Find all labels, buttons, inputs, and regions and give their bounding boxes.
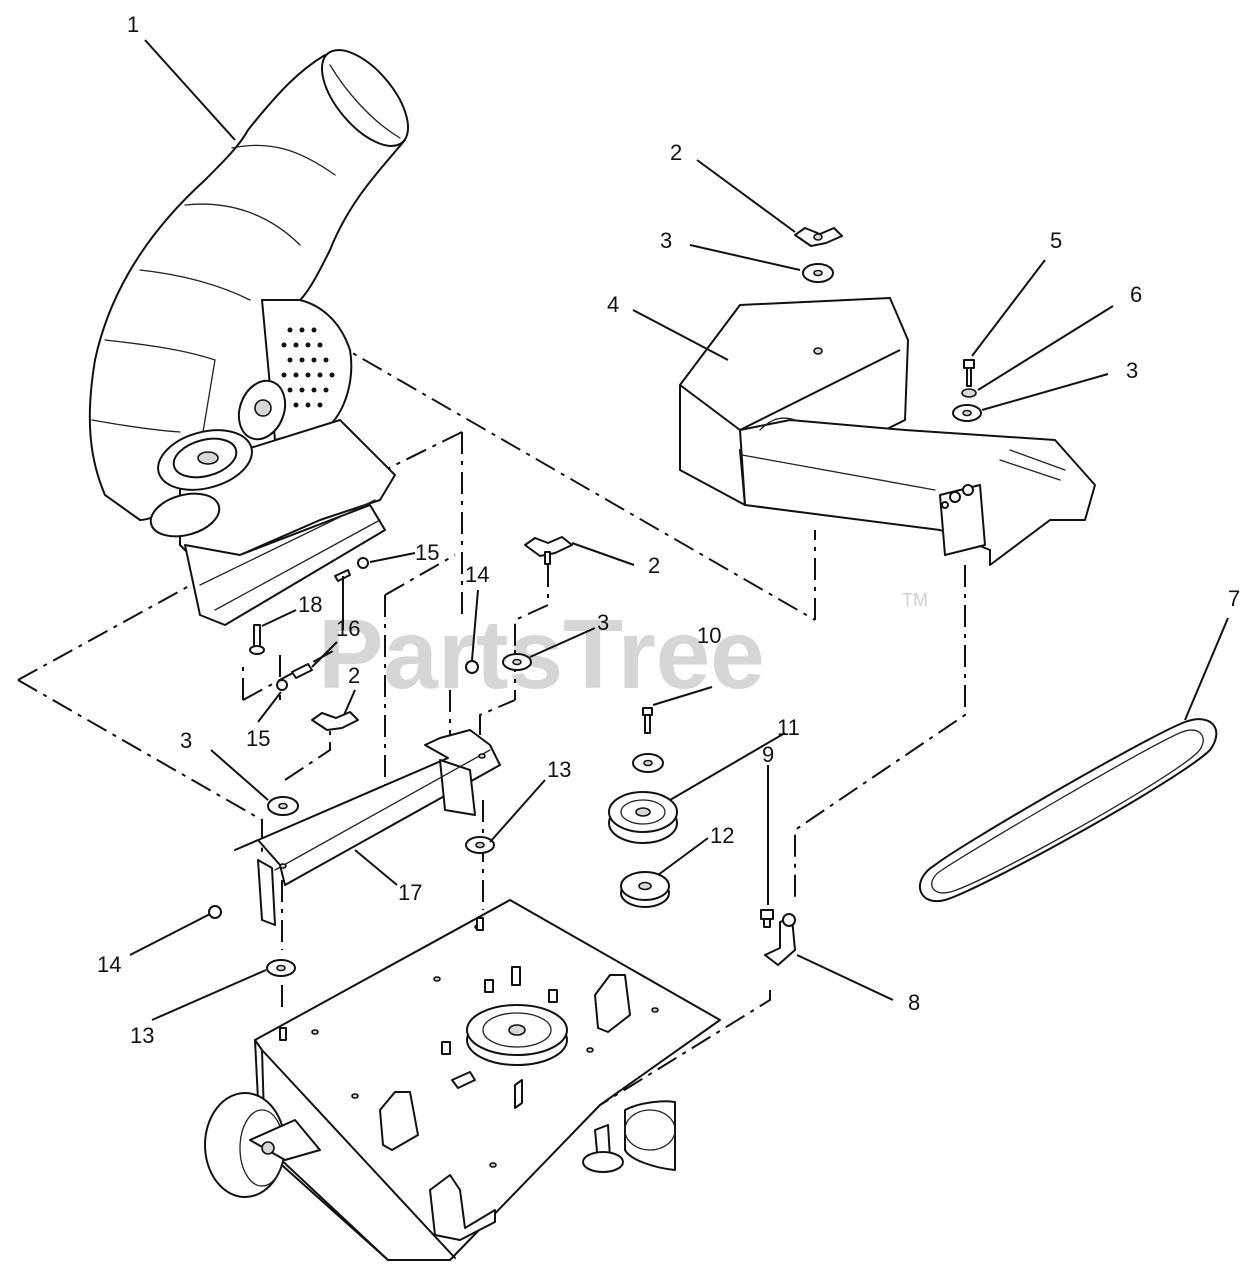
- callout-3-left: 3: [180, 728, 192, 753]
- callout-7: 7: [1228, 586, 1240, 611]
- callout-8: 8: [908, 990, 920, 1015]
- callout-3-mid: 3: [597, 610, 609, 635]
- chute-perforations: [281, 327, 335, 408]
- spacer-16[interactable]: [291, 569, 351, 679]
- callout-15-top: 15: [415, 540, 439, 565]
- callout-2-left: 2: [348, 663, 360, 688]
- callout-9: 9: [762, 742, 774, 767]
- callout-13-top: 13: [547, 757, 571, 782]
- v-belt-7[interactable]: [918, 718, 1218, 903]
- washer-10-lower[interactable]: [632, 753, 664, 773]
- callout-labels: 1 2 3 4 5 6 3 7 8 9 10 11 12 2 3 14 15 1…: [97, 12, 1240, 1048]
- bracket-8[interactable]: [764, 913, 796, 966]
- mounting-bracket-17[interactable]: [234, 729, 501, 926]
- callout-3-right: 3: [1126, 358, 1138, 383]
- callout-2-mid: 2: [648, 553, 660, 578]
- callout-18: 18: [298, 592, 322, 617]
- callout-16: 16: [336, 616, 360, 641]
- washer-13[interactable]: [266, 836, 495, 977]
- callout-12: 12: [710, 823, 734, 848]
- nut-14[interactable]: [208, 660, 479, 919]
- callout-4: 4: [607, 292, 619, 317]
- chute-pulley: [149, 379, 287, 538]
- washer-3-top[interactable]: [802, 263, 834, 283]
- deck-base: [204, 899, 721, 1261]
- washer-3-mid[interactable]: [502, 653, 532, 671]
- callout-1: 1: [127, 12, 139, 37]
- knob-2-top[interactable]: [794, 227, 843, 247]
- washer-3-left[interactable]: [267, 796, 299, 816]
- callout-14-bottom: 14: [97, 952, 121, 977]
- callout-15-bottom: 15: [246, 726, 270, 751]
- callout-10: 10: [697, 623, 721, 648]
- callout-5: 5: [1050, 228, 1062, 253]
- bolt-18[interactable]: [249, 624, 265, 655]
- callout-17: 17: [398, 880, 422, 905]
- callout-14-top: 14: [465, 562, 489, 587]
- knob-2-left[interactable]: [311, 711, 359, 731]
- washer-3-right[interactable]: [952, 404, 982, 422]
- leader-lines: [129, 39, 1229, 1021]
- lockwasher-6[interactable]: [961, 388, 977, 398]
- nut-9[interactable]: [760, 909, 774, 928]
- bolt-10[interactable]: [642, 707, 653, 734]
- callout-13-bottom: 13: [130, 1023, 154, 1048]
- callout-2-top: 2: [670, 140, 682, 165]
- callout-6: 6: [1130, 282, 1142, 307]
- watermark-text: PartsTree: [318, 599, 765, 709]
- callout-3-top: 3: [660, 228, 672, 253]
- pulley-11[interactable]: [608, 791, 678, 844]
- belt-cover[interactable]: [679, 297, 1096, 566]
- watermark-trademark: TM: [902, 590, 928, 610]
- bolt-5[interactable]: [963, 359, 975, 387]
- callout-11: 11: [777, 715, 800, 740]
- knob-2-mid[interactable]: [524, 536, 573, 565]
- nut-15[interactable]: [276, 557, 369, 691]
- hub-12[interactable]: [620, 871, 670, 908]
- discharge-chute[interactable]: [88, 36, 424, 626]
